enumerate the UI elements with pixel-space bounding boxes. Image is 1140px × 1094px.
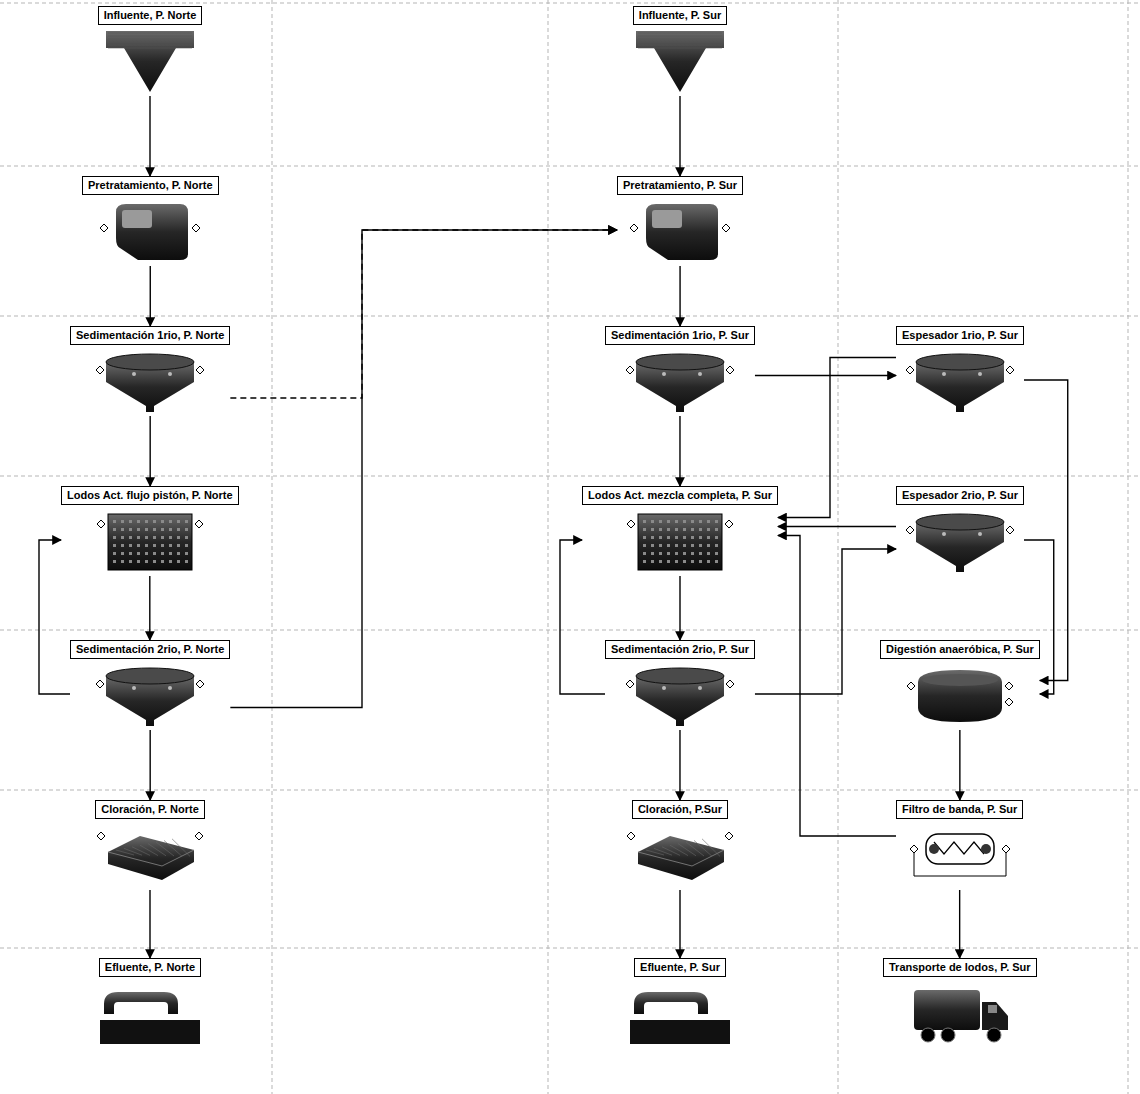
unit-icon [94,348,206,416]
unit-label: Sedimentación 1rio, P. Norte [70,326,230,345]
process-unit: Espesador 1rio, P. Sur [896,326,1024,416]
unit-icon [94,28,206,96]
flow-line [149,96,150,176]
unit-icon [904,822,1016,890]
unit-label: Digestión anaeróbica, P. Sur [880,640,1040,659]
flow-line [150,266,151,326]
unit-icon [94,198,206,266]
flow-line [778,358,896,518]
flow-line [39,540,70,694]
unit-icon [624,348,736,416]
process-unit: Sedimentación 1rio, P. Sur [605,326,755,416]
process-unit: Influente, P. Sur [624,6,736,96]
unit-label: Filtro de banda, P. Sur [896,800,1023,819]
flow-line [149,416,150,486]
flow-line [679,96,680,176]
unit-label: Influente, P. Norte [98,6,203,25]
unit-icon [904,980,1016,1048]
flow-line [230,230,617,398]
unit-label: Sedimentación 1rio, P. Sur [605,326,755,345]
process-unit: Sedimentación 1rio, P. Norte [70,326,230,416]
flow-line [149,576,150,640]
unit-label: Efluente, P. Norte [99,958,201,977]
unit-icon [904,348,1016,416]
flow-line [149,890,150,958]
unit-label: Pretratamiento, P. Norte [82,176,219,195]
process-unit: Cloración, P. Norte [94,800,206,890]
unit-label: Espesador 1rio, P. Sur [896,326,1024,345]
process-unit: Pretratamiento, P. Sur [617,176,743,266]
process-unit: Cloración, P.Sur [624,800,736,890]
process-unit: Lodos Act. flujo pistón, P. Norte [61,486,239,576]
flow-line [149,730,150,800]
unit-icon [94,822,206,890]
flow-line [755,549,896,694]
unit-icon [624,662,736,730]
flow-line [679,576,680,640]
flow-line [1024,380,1068,681]
process-unit: Sedimentación 2rio, P. Norte [70,640,230,730]
process-unit: Influente, P. Norte [94,6,206,96]
flow-line [1024,540,1054,694]
unit-label: Espesador 2rio, P. Sur [896,486,1024,505]
unit-icon [624,508,736,576]
flow-line [755,375,896,376]
process-unit: Transporte de lodos, P. Sur [883,958,1037,1048]
unit-icon [904,508,1016,576]
flow-line [959,890,960,958]
flow-line [560,540,605,694]
flow-line [679,266,680,326]
unit-label: Efluente, P. Sur [634,958,726,977]
flow-line [679,730,680,800]
flow-line [778,526,896,527]
process-unit: Digestión anaeróbica, P. Sur [880,640,1040,730]
flow-line [679,416,680,486]
unit-label: Lodos Act. mezcla completa, P. Sur [582,486,778,505]
unit-icon [904,662,1016,730]
unit-label: Lodos Act. flujo pistón, P. Norte [61,486,239,505]
process-unit: Lodos Act. mezcla completa, P. Sur [582,486,778,576]
flow-line [778,536,896,837]
unit-label: Sedimentación 2rio, P. Sur [605,640,755,659]
flow-line [959,730,960,800]
unit-label: Sedimentación 2rio, P. Norte [70,640,230,659]
unit-icon [94,980,206,1048]
process-unit: Pretratamiento, P. Norte [82,176,219,266]
process-unit: Sedimentación 2rio, P. Sur [605,640,755,730]
unit-label: Cloración, P.Sur [632,800,728,819]
process-unit: Filtro de banda, P. Sur [896,800,1023,890]
process-unit: Espesador 2rio, P. Sur [896,486,1024,576]
unit-label: Cloración, P. Norte [95,800,205,819]
unit-label: Pretratamiento, P. Sur [617,176,743,195]
unit-icon [624,980,736,1048]
process-unit: Efluente, P. Sur [624,958,736,1048]
process-unit: Efluente, P. Norte [94,958,206,1048]
flow-line [679,890,680,958]
unit-icon [94,662,206,730]
unit-icon [624,198,736,266]
unit-icon [94,508,206,576]
unit-icon [624,822,736,890]
unit-label: Transporte de lodos, P. Sur [883,958,1037,977]
unit-icon [624,28,736,96]
flow-line [230,230,617,708]
unit-label: Influente, P. Sur [633,6,727,25]
